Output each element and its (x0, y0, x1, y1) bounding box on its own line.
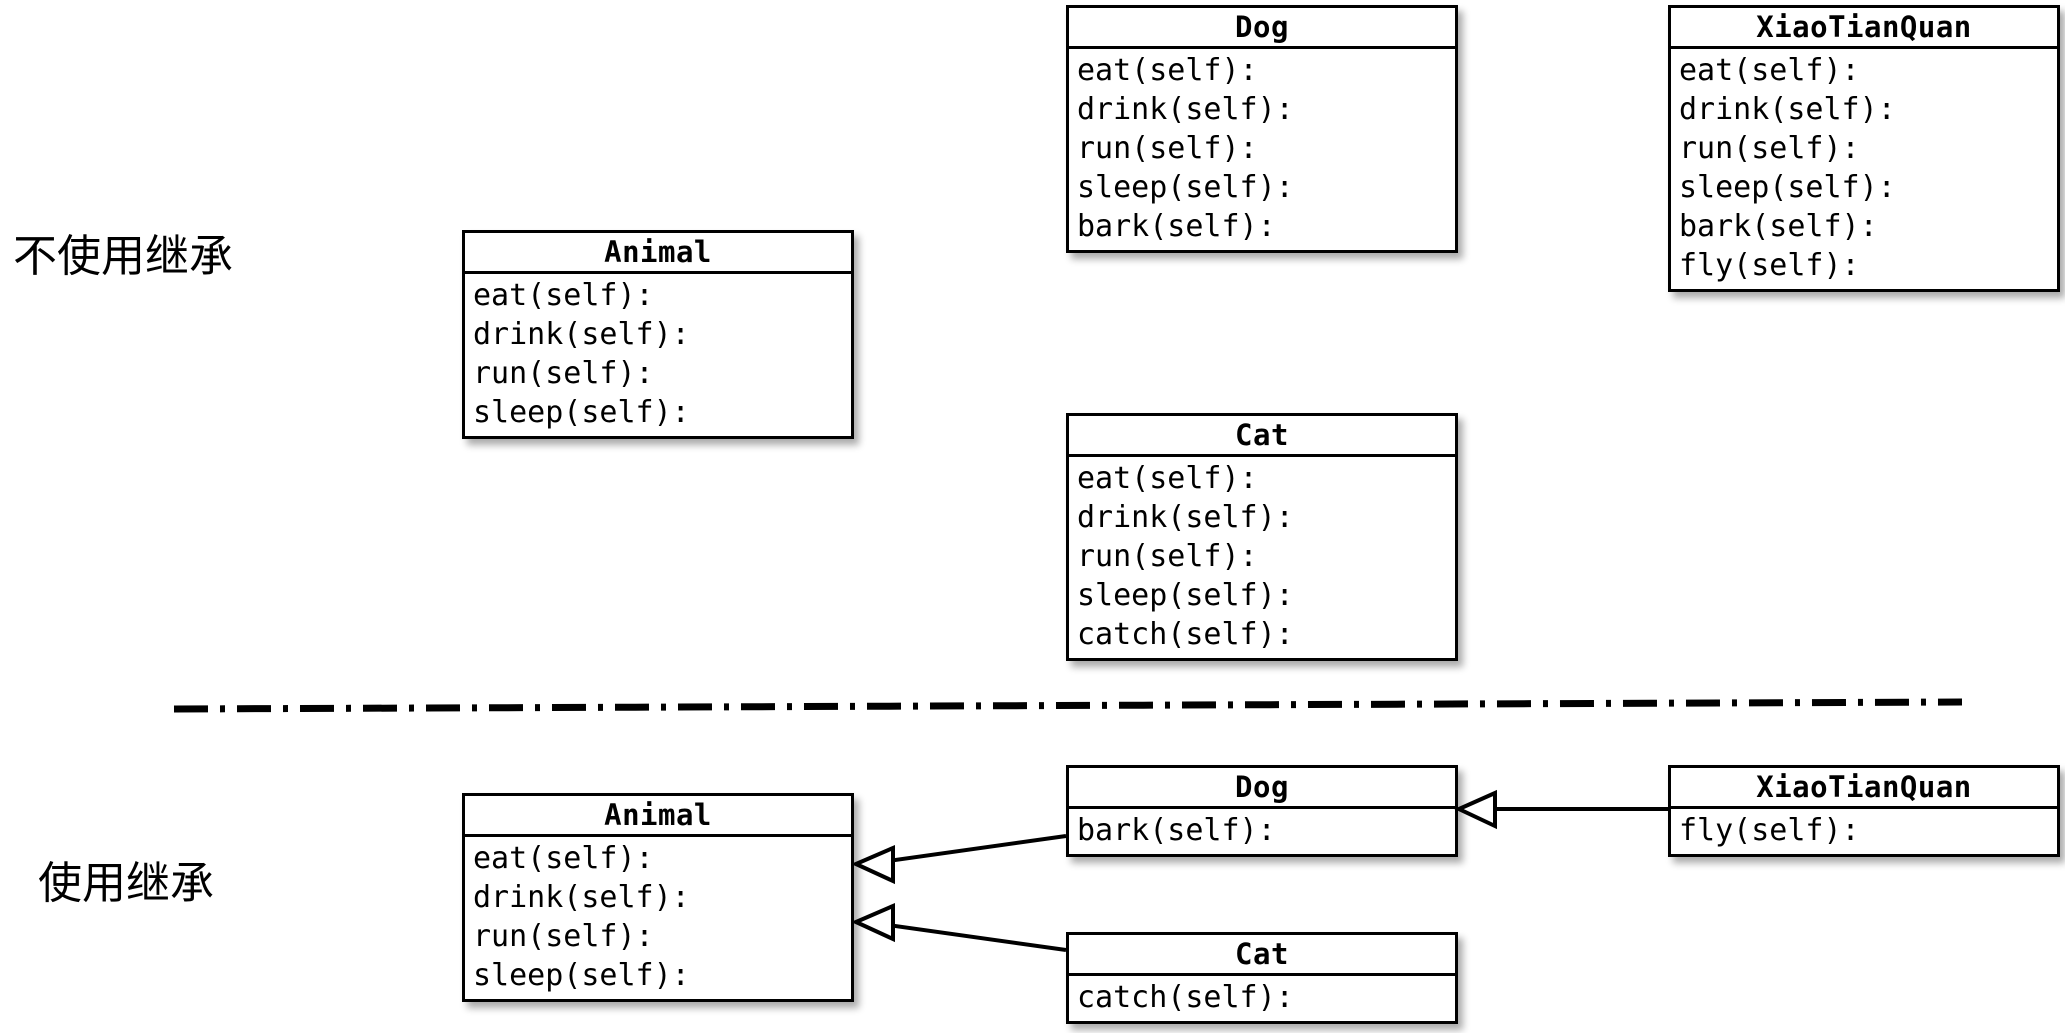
section-label-without-inheritance: 不使用继承 (13, 231, 233, 282)
class-member: eat(self): (1077, 461, 1258, 496)
class-member: sleep(self): (1077, 578, 1294, 613)
class-member: bark(self): (1077, 813, 1276, 848)
section-label-with-inheritance: 使用继承 (38, 858, 214, 909)
class-member: bark(self): (1077, 209, 1276, 244)
class-title-cat-bottom: Cat (1069, 935, 1455, 976)
class-member: run(self): (1077, 131, 1258, 166)
class-box-animal-bottom[interactable]: Animal eat(self): drink(self): run(self)… (462, 793, 854, 1002)
class-members-xiaotianquan-bottom: fly(self): (1671, 809, 2057, 854)
class-member: catch(self): (1077, 980, 1294, 1015)
class-member: eat(self): (473, 278, 654, 313)
class-box-dog-top[interactable]: Dog eat(self): drink(self): run(self): s… (1066, 5, 1458, 253)
generalization-arrow-xiaotianquan-to-dog (1454, 789, 1668, 830)
class-members-cat-bottom: catch(self): (1069, 976, 1455, 1021)
class-box-xiaotianquan-bottom[interactable]: XiaoTianQuan fly(self): (1668, 765, 2060, 857)
class-member: eat(self): (1679, 53, 1860, 88)
class-members-dog-top: eat(self): drink(self): run(self): sleep… (1069, 49, 1455, 250)
class-member: fly(self): (1679, 248, 1860, 283)
class-title-xiaotianquan-top: XiaoTianQuan (1671, 8, 2057, 49)
class-title-dog-top: Dog (1069, 8, 1455, 49)
class-title-animal-top: Animal (465, 233, 851, 274)
class-member: fly(self): (1679, 813, 1860, 848)
class-member: sleep(self): (473, 395, 690, 430)
class-member: run(self): (473, 356, 654, 391)
class-members-cat-top: eat(self): drink(self): run(self): sleep… (1069, 457, 1455, 658)
class-member: drink(self): (1679, 92, 1896, 127)
class-member: catch(self): (1077, 617, 1294, 652)
class-member: eat(self): (1077, 53, 1258, 88)
class-box-animal-top[interactable]: Animal eat(self): drink(self): run(self)… (462, 230, 854, 439)
class-member: drink(self): (1077, 92, 1294, 127)
class-title-dog-bottom: Dog (1069, 768, 1455, 809)
class-box-xiaotianquan-top[interactable]: XiaoTianQuan eat(self): drink(self): run… (1668, 5, 2060, 292)
class-member: eat(self): (473, 841, 654, 876)
hollow-triangle-arrowhead (851, 844, 895, 885)
class-member: sleep(self): (1679, 170, 1896, 205)
class-title-cat-top: Cat (1069, 416, 1455, 457)
class-member: run(self): (1679, 131, 1860, 166)
class-members-xiaotianquan-top: eat(self): drink(self): run(self): sleep… (1671, 49, 2057, 289)
dash-dot-line (173, 698, 1963, 713)
hollow-triangle-arrowhead (851, 902, 895, 943)
class-members-dog-bottom: bark(self): (1069, 809, 1455, 854)
class-box-dog-bottom[interactable]: Dog bark(self): (1066, 765, 1458, 857)
class-box-cat-top[interactable]: Cat eat(self): drink(self): run(self): s… (1066, 413, 1458, 661)
class-members-animal-bottom: eat(self): drink(self): run(self): sleep… (465, 837, 851, 999)
hollow-triangle-arrowhead (1454, 789, 1497, 830)
class-member: run(self): (1077, 539, 1258, 574)
class-box-cat-bottom[interactable]: Cat catch(self): (1066, 932, 1458, 1024)
generalization-arrow-cat-to-animal (851, 902, 1067, 952)
class-member: drink(self): (473, 880, 690, 915)
class-member: sleep(self): (473, 958, 690, 993)
class-member: bark(self): (1679, 209, 1878, 244)
class-member: run(self): (473, 919, 654, 954)
class-member: drink(self): (1077, 500, 1294, 535)
class-title-xiaotianquan-bottom: XiaoTianQuan (1671, 768, 2057, 809)
class-title-animal-bottom: Animal (465, 796, 851, 837)
class-member: sleep(self): (1077, 170, 1294, 205)
generalization-arrow-dog-to-animal (851, 834, 1067, 885)
class-members-animal-top: eat(self): drink(self): run(self): sleep… (465, 274, 851, 436)
class-member: drink(self): (473, 317, 690, 352)
